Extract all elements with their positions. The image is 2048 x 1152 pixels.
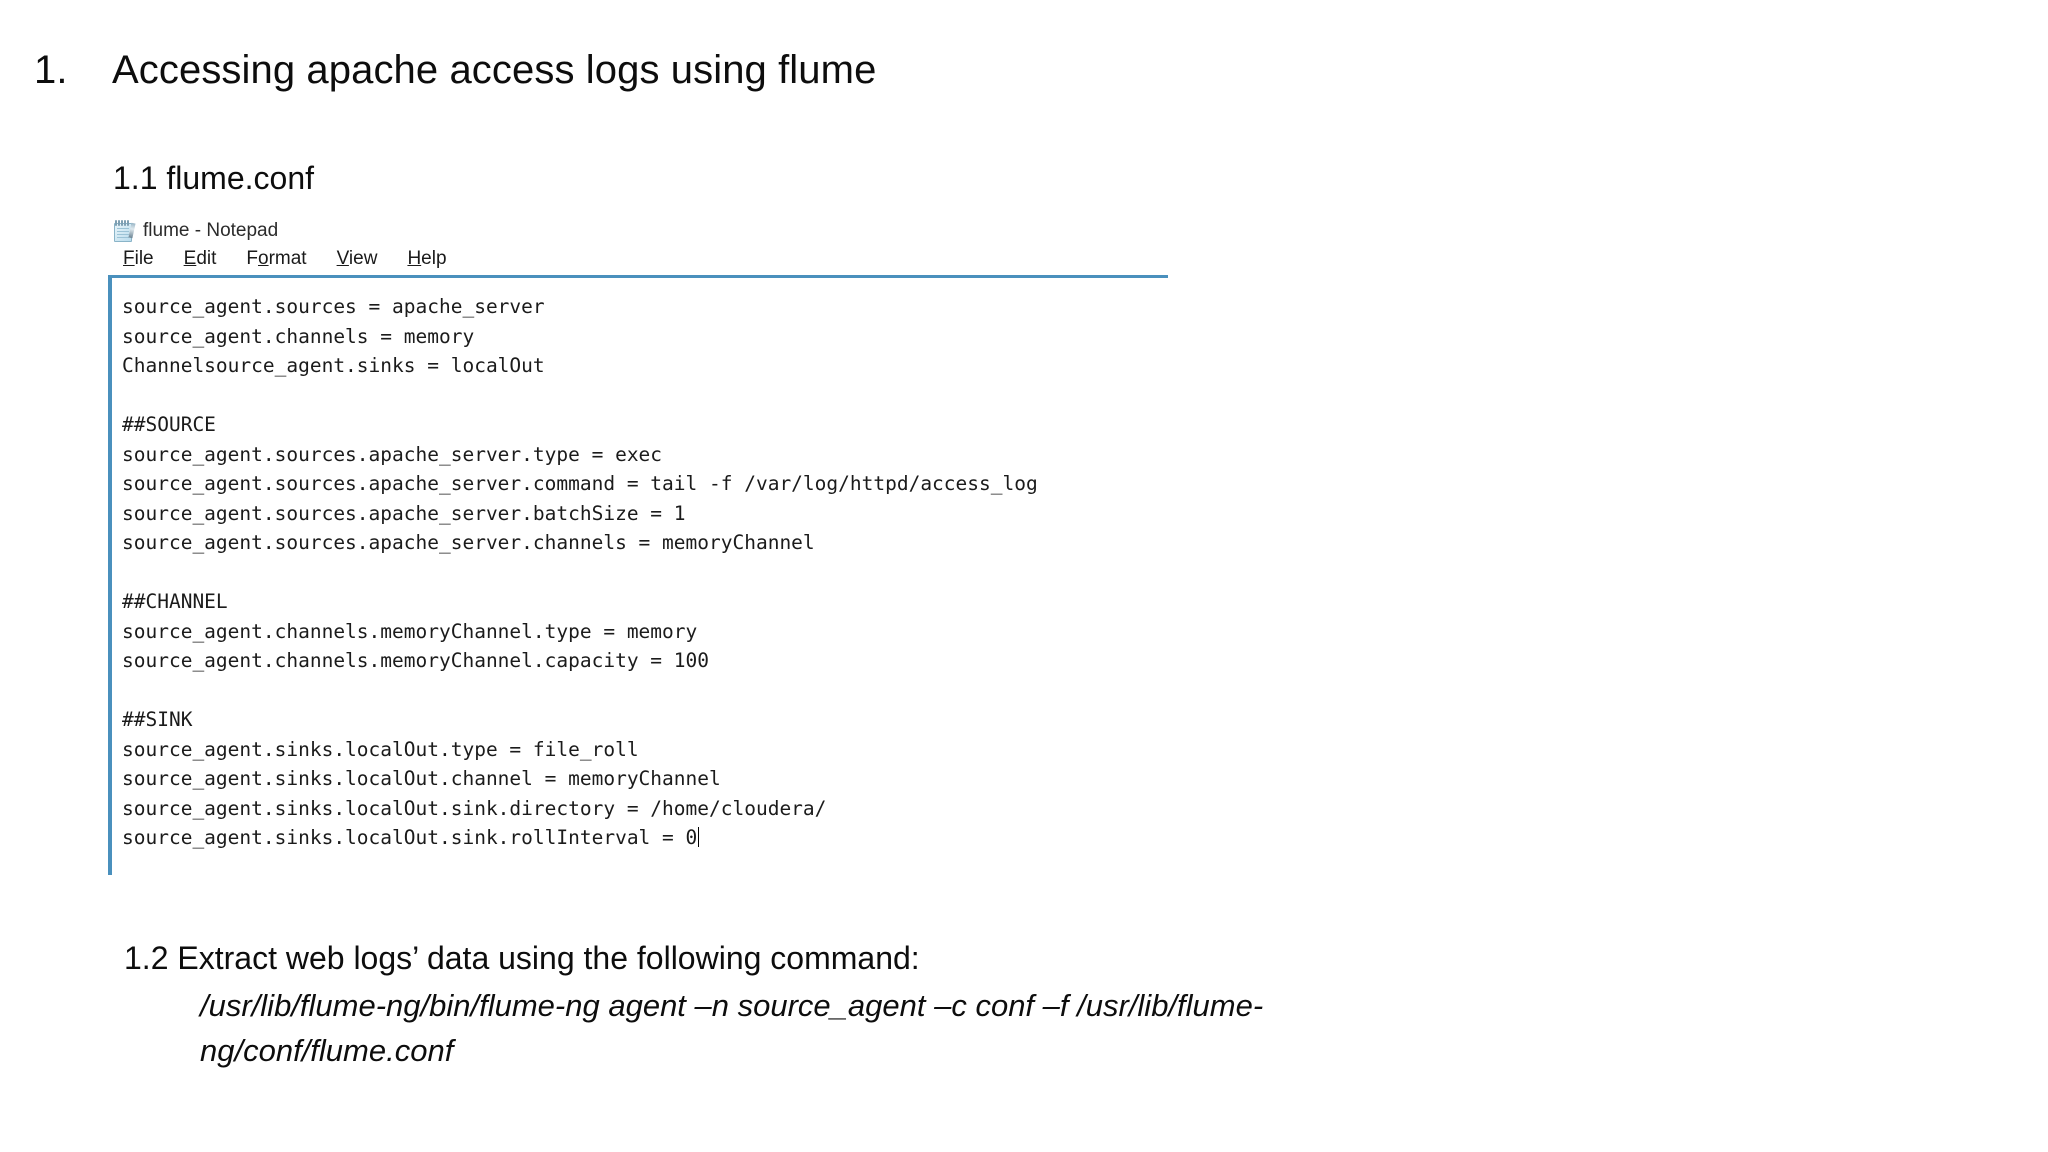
config-line-with-caret: source_agent.sinks.localOut.sink.rollInt… [122, 823, 1168, 853]
config-line: source_agent.sinks.localOut.channel = me… [122, 767, 721, 790]
notepad-titlebar: flume - Notepad [108, 218, 1176, 244]
menu-item-help[interactable]: Help [407, 248, 447, 269]
section-1-2-command: /usr/lib/flume-ng/bin/flume-ng agent –n … [124, 983, 1530, 1073]
config-line: source_agent.sources.apache_server.chann… [122, 531, 815, 554]
notepad-icon [112, 220, 136, 242]
command-line-1: /usr/lib/flume-ng/bin/flume-ng agent –n … [200, 988, 1264, 1023]
section-heading-1-1: 1.1 flume.conf [113, 160, 314, 196]
config-line-comment-channel: ##CHANNEL [122, 590, 228, 613]
config-line: source_agent.sources.apache_server.batch… [122, 501, 686, 525]
config-line: source_agent.channels = memory [122, 324, 475, 348]
page-title: 1. Accessing apache access logs using fl… [34, 48, 1934, 93]
config-line-text: source_agent.sinks.localOut.sink.rollInt… [122, 826, 698, 849]
menu-item-edit[interactable]: Edit [183, 248, 217, 269]
config-line: source_agent.sinks.localOut.sink.directo… [122, 796, 827, 820]
page-title-text: Accessing apache access logs using flume [112, 48, 877, 92]
config-line-comment-source: ##SOURCE [122, 413, 216, 436]
config-line-blank [122, 558, 1168, 588]
notepad-window: flume - Notepad File Edit Format View He… [108, 218, 1176, 875]
config-line: source_agent.sinks.localOut.type = file_… [122, 737, 639, 761]
notepad-menubar: File Edit Format View Help [108, 244, 1176, 274]
command-line-2: ng/conf/flume.conf [200, 1033, 454, 1068]
menu-item-file[interactable]: File [123, 248, 154, 269]
config-line: source_agent.channels.memoryChannel.capa… [122, 649, 709, 672]
config-line-comment-sink: ##SINK [122, 708, 193, 731]
text-cursor [698, 827, 700, 847]
page-title-number: 1. [34, 48, 68, 92]
config-line: source_agent.sources.apache_server.comma… [122, 472, 1038, 495]
config-line: source_agent.sources.apache_server.type … [122, 442, 663, 466]
config-line: source_agent.sources = apache_server [122, 295, 545, 318]
section-1-2: 1.2 Extract web logs’ data using the fol… [124, 940, 1724, 1073]
notepad-text-area[interactable]: source_agent.sources = apache_server sou… [108, 275, 1168, 875]
config-line: Channelsource_agent.sinks = localOut [122, 354, 545, 377]
section-1-2-title: 1.2 Extract web logs’ data using the fol… [124, 940, 920, 976]
config-line-blank [122, 381, 1168, 411]
menu-item-view[interactable]: View [336, 248, 378, 269]
notepad-title-text: flume - Notepad [143, 220, 279, 241]
menu-item-format[interactable]: Format [246, 248, 307, 269]
config-line: source_agent.channels.memoryChannel.type… [122, 619, 698, 643]
config-line-blank [122, 676, 1168, 706]
